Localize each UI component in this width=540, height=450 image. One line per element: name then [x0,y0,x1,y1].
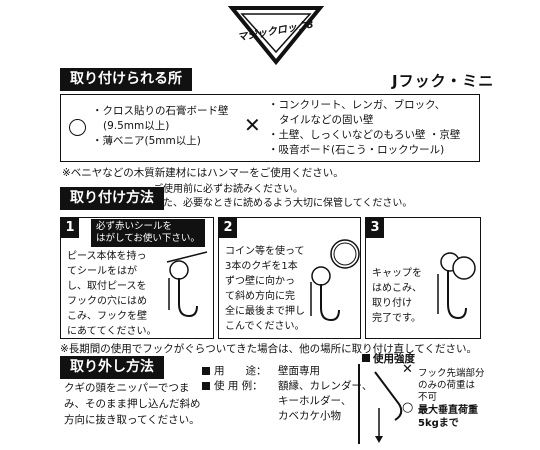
step-text-line: キャップを [372,268,422,279]
max-load-line: 最大垂直荷重 [418,405,478,416]
veneer-note: ※ベニヤなどの木質新建材にはハンマーをご使用ください。 [62,167,344,179]
step-text-line: にあててください。 [67,326,157,337]
ng-cross-icon: ✕ [402,362,413,377]
ng-item: タイルなどの固い壁 [279,114,374,126]
install-step-3: 3 キャップを はめこみ、 取り付け 完了です。 [365,217,481,339]
step-text-line: こみ、フックを壁 [67,311,147,322]
brand-logo: マジックロック8 [228,6,324,66]
ok-item: (9.5mm以上) [103,120,170,132]
removal-line: み、そのまま押し込んだ斜め [64,398,201,410]
step-text-line: てシールをはが [67,266,137,277]
step-text-line: 3本のクギを1本 [225,261,298,272]
bullet-square-icon [202,367,210,375]
strength-title: 使用強度 [362,351,415,366]
example-value: 額縁、カレンダー、 [278,380,373,392]
step-number: 2 [219,218,237,238]
step-1-text: ピース本体を持っ てシールをはが し、取付ピースを フックの穴にはめ こみ、フッ… [67,249,157,338]
step-text-line: こんでください。 [225,321,305,332]
max-load-note: 最大垂直荷重 5kgまで [418,404,478,430]
tip-load-note: フック先端部分 のみの荷重は 不可 [418,368,485,404]
intro-line: また、必要なときに読めるよう大切に保管してください。 [153,198,413,209]
step-2-text: コイン等を使って 3本のクギを1本 ずつ壁に向かっ て斜め方向に完 全に最後まで… [225,244,305,334]
ng-item: ・土壁、しっくいなどのもろい壁 ・京壁 [268,129,461,141]
example-value: カベカケ小物 [278,410,341,422]
capped-hook-illustration [437,252,476,320]
coin-push-illustration [310,239,360,322]
hook-piece-illustration [166,251,208,318]
load-diagram-illustration [358,364,403,444]
removal-line: 方向に抜き取ってください。 [64,414,200,426]
install-intro: ご使用前に必ずお読みください。 また、必要なときに読めるよう大切に保管してくださ… [153,183,412,211]
mountable-box: ・クロス貼りの石膏ボード壁 (9.5mm以上) ・薄ベニア(5mm以上) ✕ ・… [60,94,480,162]
install-step-1: 1 必ず赤いシールを はがしてお使い下さい。 ピース本体を持っ てシールをはが … [60,217,214,339]
tip-note-line: 不可 [418,392,438,403]
product-name: Jフック・ミニ [392,72,495,90]
step-text-line: し、取付ピースを [67,281,147,292]
ng-list: ・コンクリート、レンガ、ブロック、 タイルなどの固い壁 ・土壁、しっくいなどのも… [268,98,478,158]
section-title-removal: 取り外し方法 [60,356,164,379]
ng-cross-icon: ✕ [244,113,261,137]
ok-item: ・薄ベニア(5mm以上) [92,135,201,147]
step-number: 1 [61,218,79,238]
ok-circle-icon: ○ [402,400,414,415]
step-text-line: はめこみ、 [372,283,422,294]
long-term-note: ※長期間の使用でフックがぐらついてきた場合は、他の場所に取り付け直してください。 [60,343,478,355]
section-title-mountable: 取り付けられる所 [60,68,192,91]
callout-line: はがしてお使い下さい。 [96,233,200,244]
bullet-square-icon [362,354,370,362]
removal-line: クギの頭をニッパーでつま [64,382,190,394]
tip-note-line: のみの荷重は [418,380,476,391]
tip-note-line: フック先端部分 [418,368,485,379]
ok-circle-icon [69,119,86,136]
step-text-line: 取り付け [372,298,412,309]
install-step-2: 2 コイン等を使って 3本のクギを1本 ずつ壁に向かっ て斜め方向に完 全に最後… [218,217,361,339]
section-title-install: 取り付け方法 [60,187,164,210]
purpose-label: 用 途： [214,365,267,377]
purpose-value: 壁面専用 [278,365,320,377]
ok-list: ・クロス貼りの石膏ボード壁 (9.5mm以上) ・薄ベニア(5mm以上) [92,104,242,149]
ng-item: ・吸音ボード(石こう・ロックウール) [268,144,445,156]
step-text-line: フックの穴にはめ [67,296,147,307]
peel-seal-callout: 必ず赤いシールを はがしてお使い下さい。 [91,219,205,247]
ok-item: ・クロス貼りの石膏ボード壁 [92,105,229,117]
step-text-line: て斜め方向に完 [225,291,295,302]
callout-line: 必ず赤いシールを [96,221,173,232]
bullet-square-icon [202,382,210,390]
step-text-line: コイン等を使って [225,246,305,257]
step-text-line: 全に最後まで押し [225,306,305,317]
example-label: 使 用 例： [214,380,263,392]
intro-line: ご使用前に必ずお読みください。 [153,184,303,195]
example-value: キーホルダー、 [278,395,352,407]
max-load-line: 5kgまで [418,418,459,429]
step-text-line: ずつ壁に向かっ [225,276,295,287]
step-text-line: 完了です。 [372,313,421,324]
step-number: 3 [366,218,384,238]
step-text-line: ピース本体を持っ [67,251,147,262]
strength-title-text: 使用強度 [373,353,415,365]
uses-info: 用 途： 壁面専用 使 用 例： 額縁、カレンダー、 キーホルダー、 カベカケ小物 [202,364,372,424]
step-3-text: キャップを はめこみ、 取り付け 完了です。 [372,266,422,326]
ng-item: ・コンクリート、レンガ、ブロック、 [268,99,446,111]
removal-text: クギの頭をニッパーでつま み、そのまま押し込んだ斜め 方向に抜き取ってください。 [64,380,201,428]
